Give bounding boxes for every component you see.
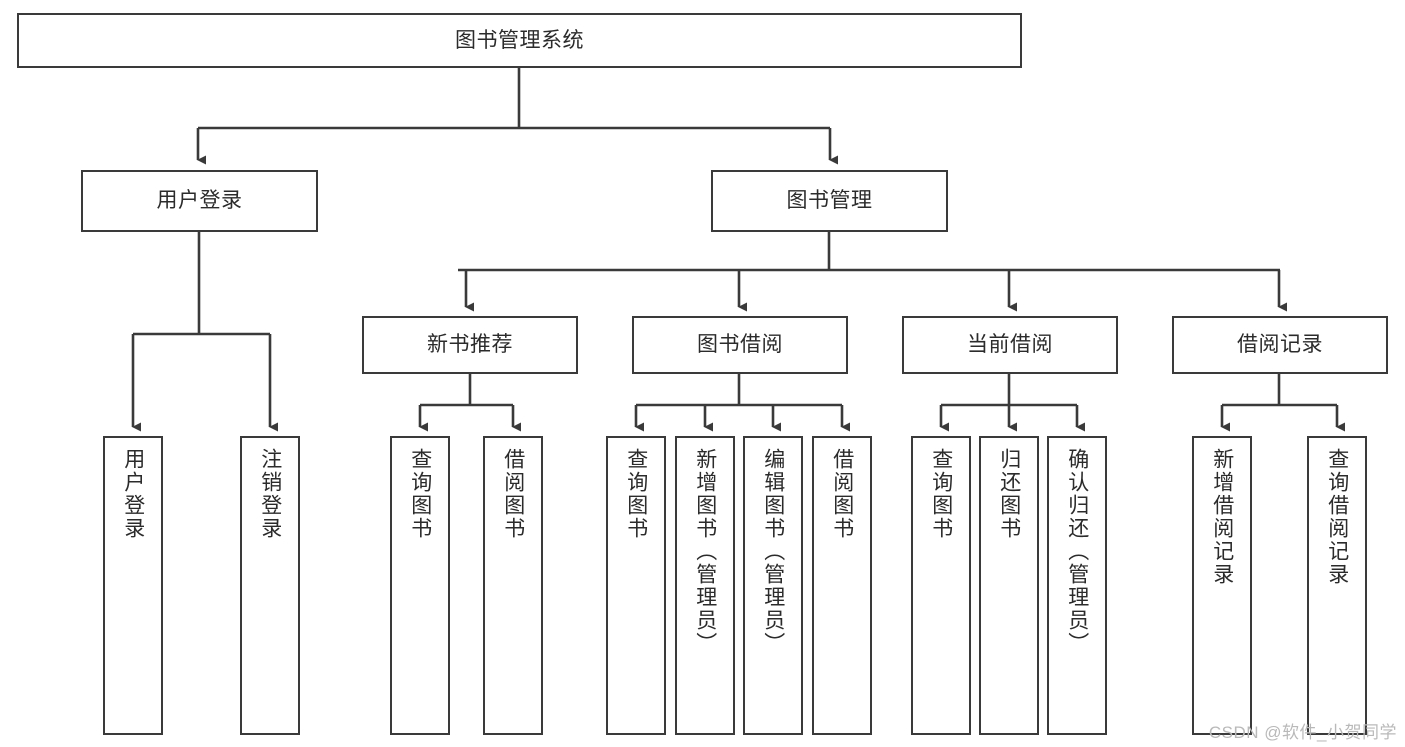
leaf-borrow-record-add-record[interactable]: 新增借阅记录 bbox=[1192, 436, 1252, 735]
node-label: 用户登录 bbox=[121, 448, 145, 540]
node-label: 查询图书 bbox=[929, 448, 953, 540]
leaf-new-book-query-book[interactable]: 查询图书 bbox=[390, 436, 450, 735]
node-book-management[interactable]: 图书管理 bbox=[711, 170, 948, 232]
node-user-login[interactable]: 用户登录 bbox=[81, 170, 318, 232]
leaf-book-borrow-borrow-book[interactable]: 借阅图书 bbox=[812, 436, 872, 735]
node-label: 新增图书（管理员） bbox=[693, 448, 717, 655]
node-label: 归还图书 bbox=[997, 448, 1021, 540]
node-label: 借阅图书 bbox=[830, 448, 854, 540]
node-label: 查询图书 bbox=[408, 448, 432, 540]
node-label: 用户登录 bbox=[156, 189, 243, 213]
leaf-book-borrow-edit-book-admin[interactable]: 编辑图书（管理员） bbox=[743, 436, 803, 735]
node-new-book-recommend[interactable]: 新书推荐 bbox=[362, 316, 578, 374]
leaf-user-login-logout[interactable]: 注销登录 bbox=[240, 436, 300, 735]
leaf-current-borrow-query-book[interactable]: 查询图书 bbox=[911, 436, 971, 735]
node-borrow-record[interactable]: 借阅记录 bbox=[1172, 316, 1388, 374]
node-root-book-management-system[interactable]: 图书管理系统 bbox=[17, 13, 1022, 68]
node-label: 查询图书 bbox=[624, 448, 648, 540]
leaf-borrow-record-query-record[interactable]: 查询借阅记录 bbox=[1307, 436, 1367, 735]
node-label: 图书管理 bbox=[786, 189, 873, 213]
node-book-borrow[interactable]: 图书借阅 bbox=[632, 316, 848, 374]
node-label: 图书借阅 bbox=[697, 333, 783, 357]
leaf-new-book-borrow-book[interactable]: 借阅图书 bbox=[483, 436, 543, 735]
node-label: 查询借阅记录 bbox=[1325, 448, 1349, 586]
leaf-book-borrow-query-book[interactable]: 查询图书 bbox=[606, 436, 666, 735]
leaf-user-login-login[interactable]: 用户登录 bbox=[103, 436, 163, 735]
leaf-current-borrow-return-book[interactable]: 归还图书 bbox=[979, 436, 1039, 735]
node-label: 借阅记录 bbox=[1237, 333, 1323, 357]
watermark: CSDN @软件_小贺同学 bbox=[1208, 723, 1397, 742]
node-label: 注销登录 bbox=[258, 448, 282, 540]
node-label: 编辑图书（管理员） bbox=[761, 448, 785, 655]
leaf-current-borrow-confirm-return-admin[interactable]: 确认归还（管理员） bbox=[1047, 436, 1107, 735]
node-current-borrow[interactable]: 当前借阅 bbox=[902, 316, 1118, 374]
node-label: 新书推荐 bbox=[427, 333, 513, 357]
leaf-book-borrow-add-book-admin[interactable]: 新增图书（管理员） bbox=[675, 436, 735, 735]
node-label: 新增借阅记录 bbox=[1210, 448, 1234, 586]
node-label: 当前借阅 bbox=[967, 333, 1053, 357]
node-label: 图书管理系统 bbox=[455, 28, 584, 52]
node-label: 确认归还（管理员） bbox=[1065, 448, 1089, 655]
node-label: 借阅图书 bbox=[501, 448, 525, 540]
